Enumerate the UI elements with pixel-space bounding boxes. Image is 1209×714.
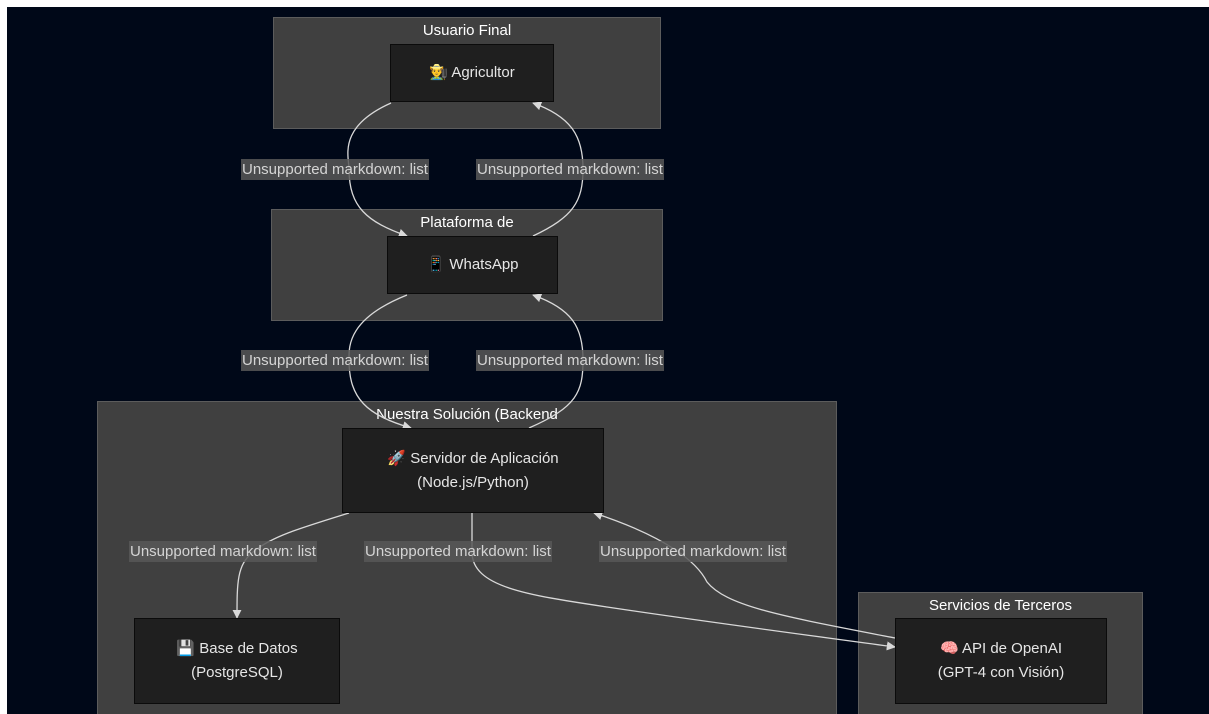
edge-label-servidor-to-whatsapp: Unsupported markdown: list (476, 350, 664, 371)
floppy-disk-icon: 💾 (176, 640, 196, 657)
cluster-title: Plataforma de (420, 214, 514, 231)
edge-label-servidor-to-base-datos: Unsupported markdown: list (129, 541, 317, 562)
edge-openai-to-servidor (593, 511, 896, 639)
brain-icon: 🧠 (939, 640, 959, 657)
cluster-plataforma: Plataforma de (271, 209, 663, 321)
node-agricultor[interactable]: 👨‍🌾 Agricultor (390, 44, 554, 102)
node-base-datos[interactable]: 💾 Base de Datos (PostgreSQL) (134, 618, 340, 704)
node-label-text: Servidor de Aplicación (410, 449, 559, 467)
node-whatsapp[interactable]: 📱 WhatsApp (387, 236, 558, 294)
farmer-icon: 👨‍🌾 (429, 64, 448, 81)
node-servidor[interactable]: 🚀 Servidor de Aplicación (Node.js/Python… (342, 428, 604, 513)
node-label-text: Base de Datos (199, 640, 298, 657)
node-label-text: WhatsApp (449, 256, 519, 273)
mobile-phone-icon: 📱 (426, 256, 446, 273)
node-servidor-label: 🚀 Servidor de Aplicación (387, 447, 558, 471)
edge-servidor-to-openai (471, 513, 896, 651)
node-label-text: Agricultor (451, 64, 515, 81)
node-openai-sublabel: (GPT-4 con Visión) (937, 664, 1065, 681)
edge-servidor-to-base-datos (232, 512, 350, 619)
edge-label-openai-to-servidor: Unsupported markdown: list (599, 541, 787, 562)
node-base-datos-sublabel: (PostgreSQL) (191, 664, 283, 681)
cluster-usuario-final: Usuario Final (273, 17, 661, 129)
diagram-canvas: Usuario Final Plataforma de Nuestra Solu… (7, 7, 1209, 714)
node-openai-label: 🧠 API de OpenAI (940, 637, 1062, 661)
cluster-title: Nuestra Solución (Backend (376, 406, 558, 423)
rocket-icon: 🚀 (387, 449, 407, 467)
edge-label-whatsapp-to-servidor: Unsupported markdown: list (241, 350, 429, 371)
node-label-text: API de OpenAI (961, 640, 1063, 657)
node-whatsapp-label: 📱 WhatsApp (426, 253, 518, 277)
node-servidor-sublabel: (Node.js/Python) (417, 473, 529, 491)
cluster-title: Usuario Final (422, 22, 512, 39)
edge-label-whatsapp-to-agricultor: Unsupported markdown: list (476, 159, 664, 180)
edge-label-agricultor-to-whatsapp: Unsupported markdown: list (241, 159, 429, 180)
node-base-datos-label: 💾 Base de Datos (176, 637, 297, 661)
node-agricultor-label: 👨‍🌾 Agricultor (429, 61, 514, 85)
cluster-title: Servicios de Terceros (928, 597, 1073, 614)
edge-label-servidor-to-openai: Unsupported markdown: list (364, 541, 552, 562)
node-openai[interactable]: 🧠 API de OpenAI (GPT-4 con Visión) (895, 618, 1107, 704)
